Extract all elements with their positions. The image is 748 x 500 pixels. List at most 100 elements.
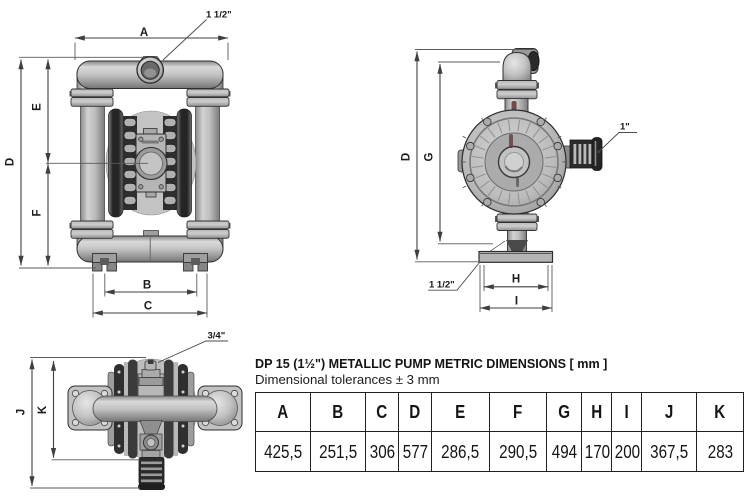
side-top-dome — [502, 51, 532, 83]
part-face — [186, 88, 230, 98]
part-circle — [553, 173, 562, 183]
part-circle — [158, 184, 164, 190]
drawing-line — [543, 117, 547, 121]
table-header-cell: B — [310, 391, 366, 433]
part-face — [106, 262, 117, 272]
leader-line — [599, 132, 637, 152]
part-circle — [138, 136, 144, 142]
leader-line — [157, 340, 228, 363]
side-view: D G H I 1" 1 1/2" — [401, 48, 637, 312]
drawing-line — [481, 203, 485, 207]
drawing-line — [487, 186, 496, 197]
part-face — [141, 479, 162, 483]
table-header-cell: C — [365, 391, 399, 433]
drawing-line — [471, 165, 484, 168]
dim-label-h: H — [512, 274, 520, 286]
part-circle — [466, 141, 475, 151]
part-face — [123, 131, 137, 140]
table-value-cell: 283 — [696, 431, 744, 473]
table-header-cell: K — [696, 391, 744, 433]
part-face — [141, 461, 162, 465]
part-face — [92, 262, 103, 272]
side-bottom-flange — [495, 213, 539, 231]
part-face — [183, 262, 194, 272]
top-port-callout: 3/4" — [157, 331, 228, 363]
dim-label-k: K — [37, 405, 49, 414]
drawing-line — [557, 185, 562, 189]
part-circle — [536, 197, 545, 207]
part-face — [123, 170, 137, 179]
drawing-line — [557, 135, 562, 139]
side-body-brand-mark — [509, 134, 513, 148]
drawing-line — [474, 173, 486, 179]
front-center-block — [134, 128, 168, 198]
table-value-cell: 290,5 — [489, 431, 547, 473]
dim-label-j: J — [16, 409, 28, 415]
part-face — [148, 359, 154, 364]
side-body-bolts — [466, 117, 562, 207]
table-value-cell: 170 — [581, 431, 612, 473]
dim-label-f: F — [32, 209, 44, 216]
front-upper-flange-left — [69, 88, 114, 107]
part-circle — [71, 389, 80, 398]
side-inlet-callout: 1 1/2" — [428, 262, 480, 291]
part-face — [588, 144, 592, 164]
table-header-cell: H — [581, 391, 612, 433]
part-face — [583, 144, 587, 164]
part-face — [141, 473, 162, 477]
dimensions-table: A B C D E F G H I J K 425,5 251,5 306 57… — [255, 391, 744, 473]
part-face — [496, 222, 538, 231]
part-face — [70, 220, 114, 230]
table-value-cell: 200 — [611, 431, 642, 473]
front-view: A D E F B C 1 1/2" — [5, 10, 232, 318]
front-port-leader — [162, 19, 207, 61]
part-circle — [117, 424, 121, 428]
part-circle — [483, 197, 492, 207]
edge-line — [488, 240, 506, 253]
part-face — [186, 229, 230, 239]
part-face — [496, 80, 538, 90]
part-face — [186, 97, 230, 107]
part-face — [591, 137, 603, 171]
part-circle — [553, 141, 562, 151]
part-face — [186, 220, 230, 230]
part-face — [578, 144, 582, 164]
part-circle — [181, 390, 185, 394]
drawing-line — [462, 185, 467, 189]
side-pipe-mouth — [506, 240, 528, 252]
drawing-line — [538, 180, 549, 189]
table-value-row: 425,5 251,5 306 577 286,5 290,5 494 170 … — [255, 431, 744, 473]
table-title: DP 15 (1½") METALLIC PUMP METRIC DIMENSI… — [255, 357, 608, 371]
part-circle — [597, 149, 601, 154]
top-port-label: 3/4" — [208, 331, 226, 342]
dim-label-i: I — [515, 296, 518, 308]
table-header-cell: J — [641, 391, 697, 433]
table-value-cell: 306 — [365, 431, 399, 473]
part-face — [70, 97, 114, 107]
front-right-tube — [195, 102, 220, 224]
part-face — [123, 157, 137, 166]
table-header-cell: G — [546, 391, 582, 433]
part-face — [141, 369, 161, 378]
part-face — [496, 89, 538, 100]
top-dimensions: J K 3/4" — [16, 331, 228, 489]
table-subtitle: Dimensional tolerances ± 3 mm — [255, 372, 440, 387]
part-face — [100, 258, 109, 265]
dim-label-c: C — [144, 301, 152, 313]
top-manifold-tube — [92, 395, 218, 422]
drawing-line — [542, 145, 554, 151]
part-circle — [466, 173, 475, 183]
drawing-line — [525, 122, 531, 134]
table-header-cell: D — [398, 391, 432, 433]
table-value-cell: 286,5 — [431, 431, 490, 473]
drawing-line — [497, 190, 503, 202]
part-circle — [181, 444, 185, 448]
front-pump-drawing — [69, 56, 231, 272]
table-value-cell: 251,5 — [310, 431, 366, 473]
drawing-line — [474, 145, 486, 151]
table-header-cell: F — [489, 391, 547, 433]
part-circle — [230, 418, 239, 427]
part-face — [138, 377, 164, 386]
part-circle — [181, 424, 185, 428]
part-face — [163, 118, 177, 127]
